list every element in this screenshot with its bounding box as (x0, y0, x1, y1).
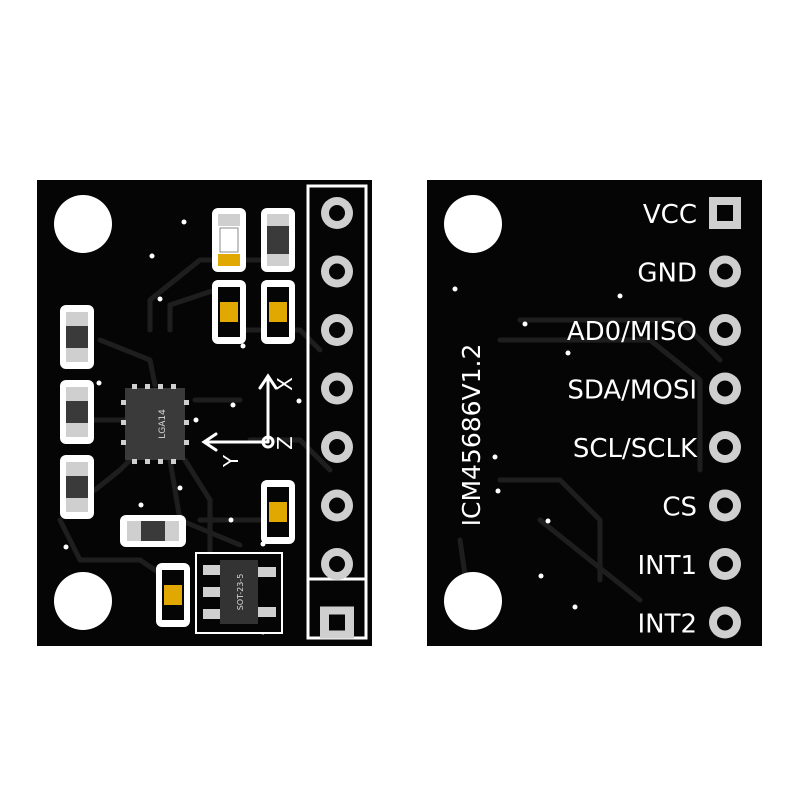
header-pad (321, 197, 353, 229)
voltage-regulator: SOT-23-5 (195, 552, 283, 634)
smd-cap-2 (261, 280, 295, 344)
pin-pad (709, 489, 741, 522)
header-pad (321, 255, 353, 288)
board-name: ICM45686V1.2 (457, 344, 486, 527)
mounting-hole-bottom (54, 572, 112, 630)
axis-label-y: Y (219, 454, 243, 468)
header-pads (320, 197, 354, 639)
pin-row: SCL/SCLK (573, 431, 741, 464)
pin-pad (709, 548, 741, 580)
smd-part-left-3 (60, 455, 94, 519)
pin-pad (709, 255, 741, 288)
pin-header (306, 184, 368, 640)
pin-pad (709, 197, 741, 229)
pin-pad (709, 606, 741, 639)
pin-row: CS (662, 489, 741, 523)
pin-label: INT2 (637, 610, 697, 640)
back-mounting-hole-top (444, 195, 502, 253)
pin-row: INT2 (637, 606, 741, 640)
smd-cap-3 (261, 480, 295, 544)
smd-part-left-2 (60, 380, 94, 444)
back-pcb (427, 180, 762, 646)
axis-label-x: X (273, 377, 297, 391)
front-smd-resistors (60, 208, 295, 627)
front-board: LGA14 X Y Z SOT-23-5 (37, 180, 372, 646)
axis-label-z: Z (273, 436, 297, 450)
smd-led (212, 208, 246, 272)
pin-label: VCC (643, 200, 697, 230)
header-pad (321, 431, 353, 463)
smd-cap-4 (156, 563, 190, 627)
header-pad (321, 548, 353, 580)
smd-cap-1 (212, 280, 246, 344)
pin-label: SCL/SCLK (573, 434, 698, 464)
pin-label: SDA/MOSI (567, 376, 697, 406)
mounting-hole-top (54, 195, 112, 253)
pin-pad (709, 372, 741, 405)
header-pad (321, 489, 353, 522)
back-vias (452, 286, 623, 610)
pin-label: AD0/MISO (567, 317, 697, 347)
smd-resistor-top-right (261, 208, 295, 272)
axis-indicator (201, 373, 278, 452)
header-pad (321, 372, 353, 405)
imu-chip: LGA14 (121, 384, 189, 464)
back-mounting-hole-bottom (444, 572, 502, 630)
pin-row: SDA/MOSI (567, 372, 741, 406)
header-pad (321, 314, 353, 346)
header-pad (320, 606, 354, 639)
back-board: ICM45686V1.2 VCC GND AD0/MISO SDA/MOSI SCL/S… (427, 180, 762, 646)
pin-row: GND (637, 255, 741, 289)
pin-row: INT1 (637, 548, 741, 581)
chip-marking: LGA14 (158, 409, 168, 439)
pin-row: AD0/MISO (567, 314, 741, 347)
pin-label: INT1 (637, 551, 697, 581)
regulator-marking: SOT-23-5 (236, 574, 245, 611)
pin-pad (709, 314, 741, 346)
pin-label: GND (637, 259, 697, 289)
pin-row: VCC (643, 197, 741, 230)
smd-part-horizontal (120, 515, 186, 547)
pin-label: CS (662, 493, 697, 523)
smd-part-left-1 (60, 305, 94, 369)
pin-pad (709, 431, 741, 463)
